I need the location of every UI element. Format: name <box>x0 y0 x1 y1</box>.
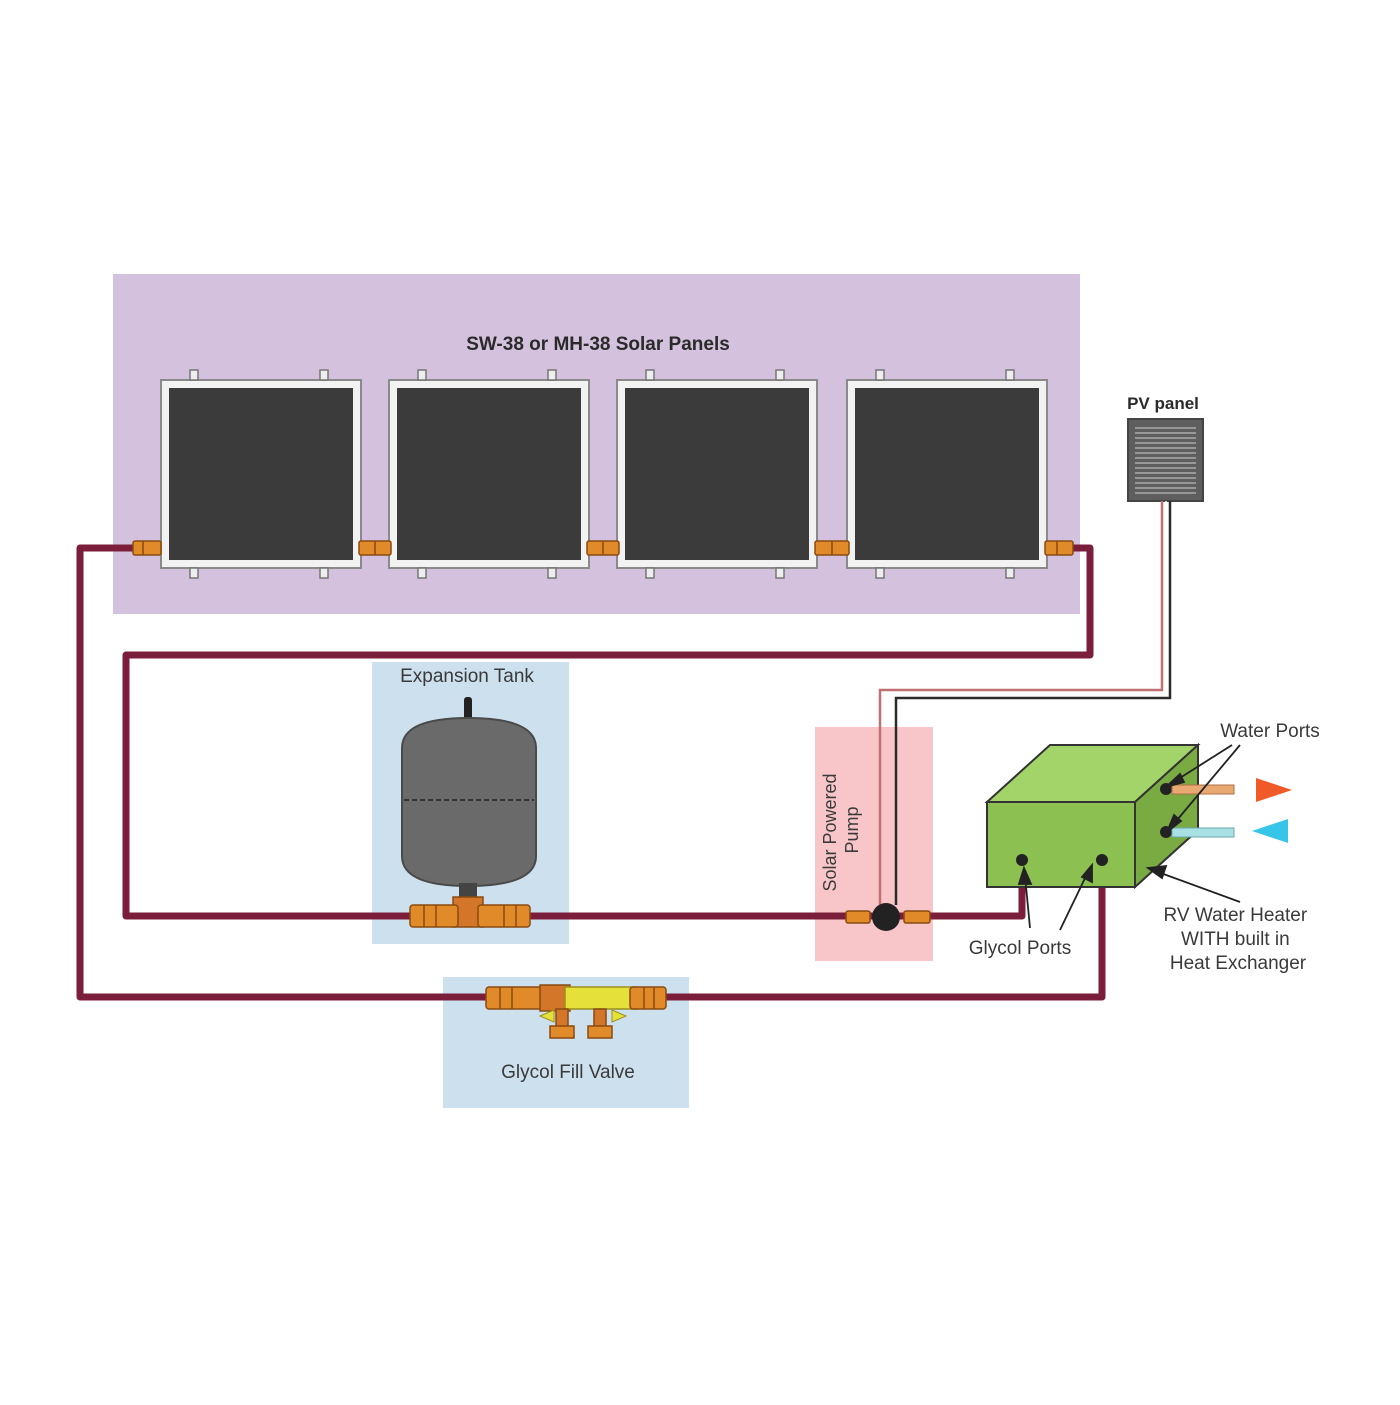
glycol-port <box>1096 854 1108 866</box>
solar-panel <box>388 369 590 579</box>
panel-connector <box>1044 540 1074 556</box>
heater-label-line1: RV Water Heater <box>1164 905 1308 926</box>
solar-panel <box>160 369 362 579</box>
solar-panels-title: SW-38 or MH-38 Solar Panels <box>466 334 730 355</box>
glycol-loop-pipes <box>76 544 1106 1001</box>
pv-wires <box>878 501 1172 905</box>
glycol-port <box>1016 854 1028 866</box>
glycol-ports-pointer <box>1017 862 1093 931</box>
heater-pointer <box>1145 864 1241 903</box>
pump-label-line1: Solar Powered <box>820 773 840 891</box>
glycol-fill-valve-label: Glycol Fill Valve <box>501 1062 635 1083</box>
panel-connector <box>358 540 392 556</box>
glycol-ports-label: Glycol Ports <box>969 938 1071 959</box>
pv-panel <box>1127 418 1204 502</box>
water-ports-pointer <box>1164 744 1241 835</box>
panel-connector <box>814 540 850 556</box>
heater-label: RV Water Heater WITH built in Heat Excha… <box>1164 905 1313 974</box>
pump-label-line2: Pump <box>842 806 862 853</box>
cold-water-arrow-icon <box>1252 819 1288 843</box>
expansion-tank <box>401 697 537 928</box>
glycol-fill-valve <box>485 984 667 1039</box>
heater-label-line2: WITH built in <box>1181 929 1290 950</box>
water-ports-label: Water Ports <box>1220 721 1320 742</box>
hot-water-arrow-icon <box>1256 778 1292 802</box>
panel-connector <box>132 540 162 556</box>
pump-label: Solar Powered Pump <box>820 768 862 891</box>
solar-pump <box>845 903 931 931</box>
pv-panel-label: PV panel <box>1127 394 1199 413</box>
heater-label-line3: Heat Exchanger <box>1170 953 1307 974</box>
solar-panel <box>616 369 818 579</box>
panel-connector <box>586 540 620 556</box>
cold-water-line <box>1171 827 1235 838</box>
rv-water-heater <box>984 742 1201 890</box>
expansion-tank-label: Expansion Tank <box>400 666 534 687</box>
solar-panel <box>846 369 1048 579</box>
